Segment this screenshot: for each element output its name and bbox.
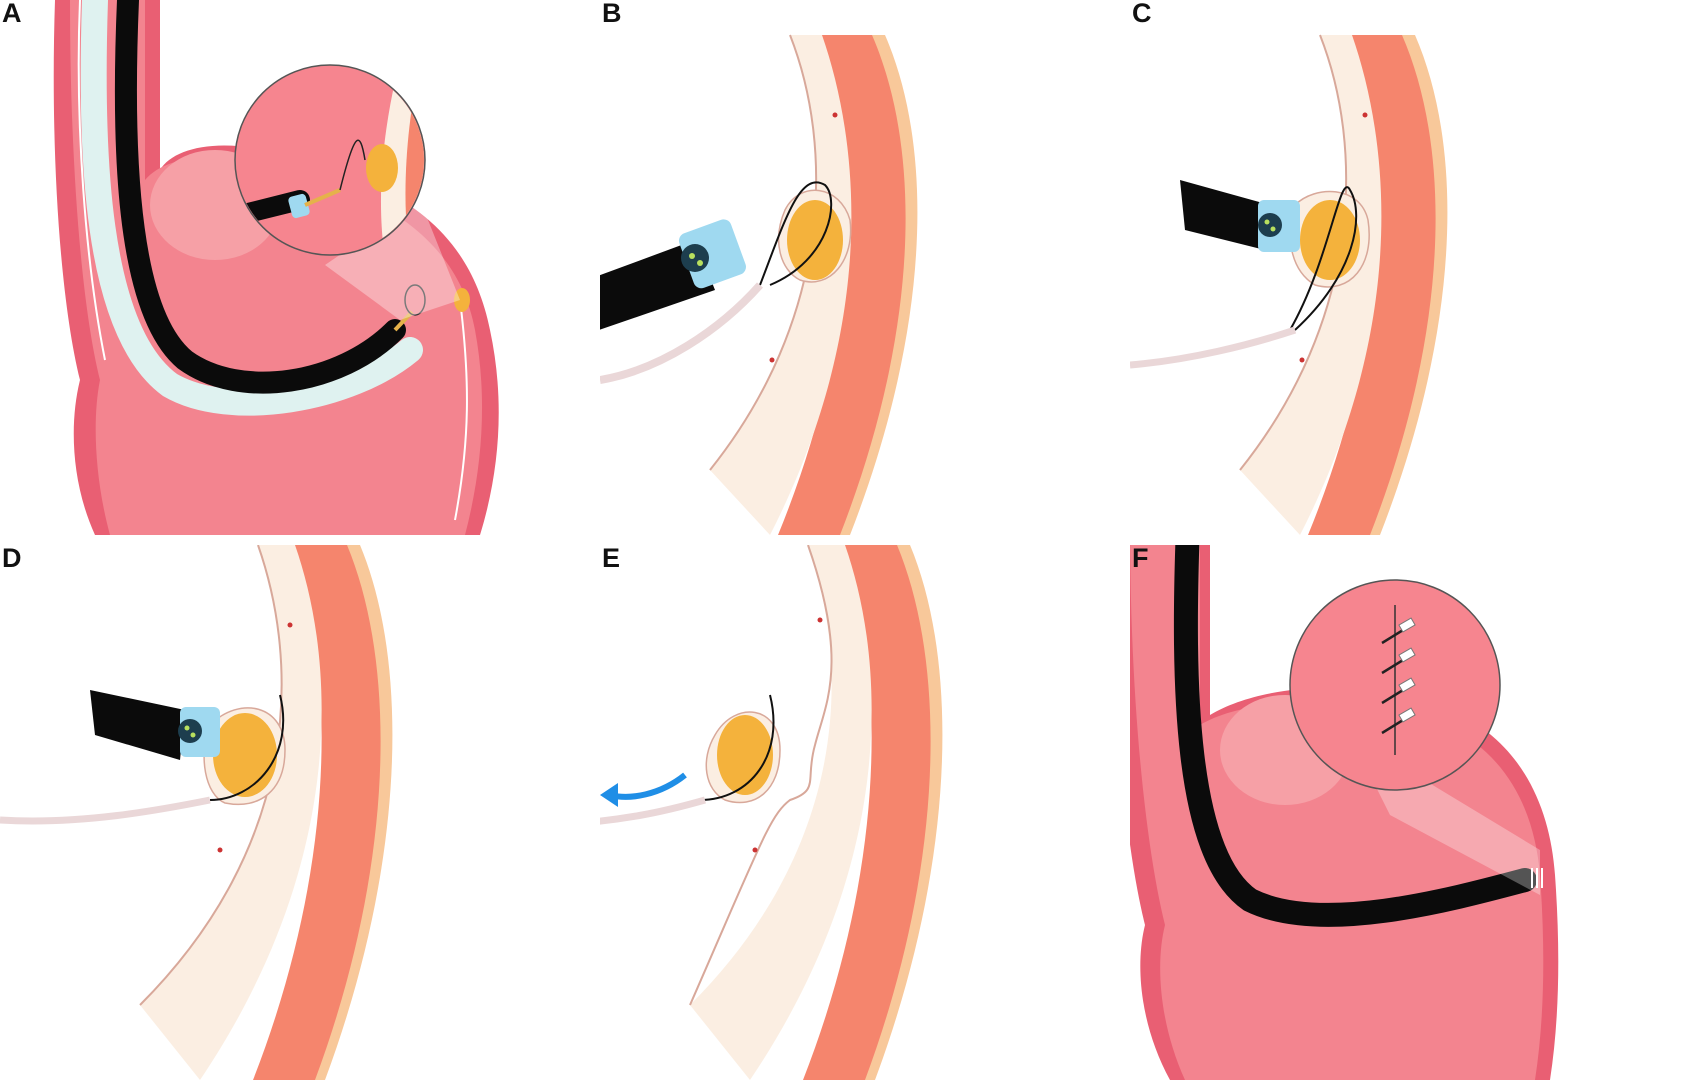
panel-f: F — [1130, 545, 1687, 1080]
panel-label: A — [2, 0, 22, 28]
panel-b: B — [600, 0, 1162, 535]
panel-c-illustration — [1130, 34, 1448, 535]
panel-e: E — [600, 545, 1162, 1080]
panel-e-illustration — [600, 545, 943, 1080]
retrieval-arrow — [609, 772, 687, 800]
panel-label: F — [1132, 545, 1149, 573]
panel-a-illustration — [53, 0, 499, 535]
panel-d-illustration — [0, 545, 393, 1080]
panel-c: C — [1130, 0, 1687, 535]
panel-label: E — [602, 545, 621, 573]
panel-d: D — [0, 545, 562, 1080]
panel-label: D — [2, 545, 22, 573]
panel-f-illustration — [1130, 545, 1559, 1080]
panel-label: B — [602, 0, 622, 28]
panel-a: A — [0, 0, 562, 535]
clips-group — [1381, 617, 1416, 735]
panel-label: C — [1132, 0, 1152, 28]
panel-b-illustration — [600, 34, 918, 535]
